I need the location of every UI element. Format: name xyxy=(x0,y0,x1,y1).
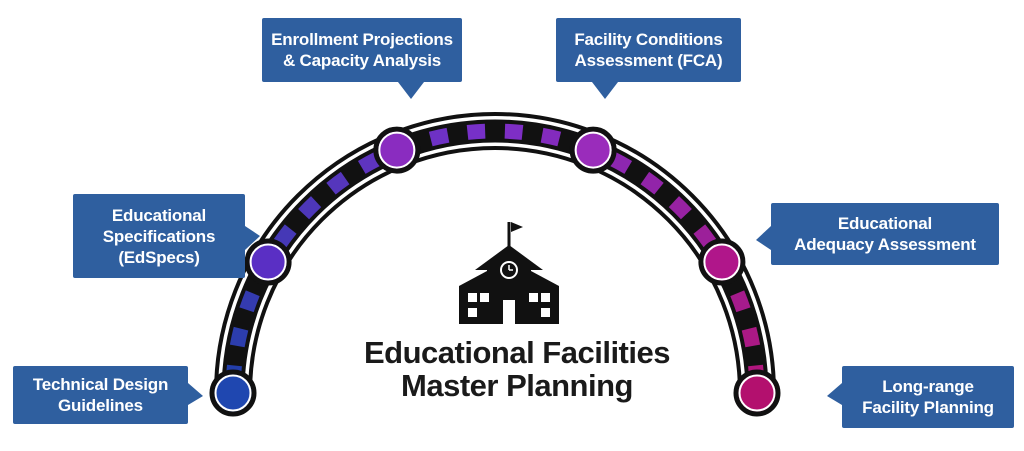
callout-facility-conditions-assessment: Facility Conditions Assessment (FCA) xyxy=(556,18,741,82)
milestone-dot-ring xyxy=(738,374,776,412)
pointer-enrollment xyxy=(398,82,424,99)
pointer-longrange xyxy=(827,383,842,405)
arc-segment xyxy=(466,123,486,140)
arc-segment xyxy=(693,224,717,248)
callout-enrollment-projections: Enrollment Projections & Capacity Analys… xyxy=(262,18,462,82)
milestone-dot-ring xyxy=(574,131,612,169)
pointer-fca xyxy=(592,82,618,99)
callout-educational-specifications: Educational Specifications (EdSpecs) xyxy=(73,194,245,278)
arc-segment xyxy=(326,171,350,195)
arc-segment xyxy=(540,127,562,147)
milestone-dots xyxy=(209,126,781,417)
arc-segment xyxy=(273,224,297,248)
callout-long-range-facility-planning: Long-range Facility Planning xyxy=(842,366,1014,428)
arc-segment xyxy=(229,326,249,348)
diagram-title: Educational Facilities Master Planning xyxy=(364,335,670,403)
schoolhouse-icon xyxy=(459,222,559,324)
milestone-dot xyxy=(209,369,257,417)
milestone-dot-ring xyxy=(214,374,252,412)
arc-segment xyxy=(504,123,524,140)
arc-segment xyxy=(609,152,633,174)
pointer-adequacy xyxy=(756,226,771,250)
arc-segment xyxy=(428,127,450,147)
milestone-dot xyxy=(569,126,617,174)
arc-segment xyxy=(239,290,260,313)
pointer-technical xyxy=(188,383,203,405)
arc-segment xyxy=(640,171,664,195)
milestone-dot-ring xyxy=(378,131,416,169)
milestone-dot xyxy=(244,238,292,286)
callout-pointers xyxy=(188,82,842,405)
arc-segment xyxy=(668,196,692,220)
callout-technical-design-guidelines: Technical Design Guidelines xyxy=(13,366,188,424)
pointer-edspecs xyxy=(245,226,260,250)
arc-segment xyxy=(357,152,381,174)
milestone-dot xyxy=(733,369,781,417)
arc-segment xyxy=(730,290,751,313)
milestone-dot xyxy=(373,126,421,174)
arc-segment xyxy=(741,326,761,348)
callout-educational-adequacy-assessment: Educational Adequacy Assessment xyxy=(771,203,999,265)
milestone-dot xyxy=(698,238,746,286)
arc-segment xyxy=(298,196,322,220)
milestone-dot-ring xyxy=(703,243,741,281)
milestone-dot-ring xyxy=(249,243,287,281)
